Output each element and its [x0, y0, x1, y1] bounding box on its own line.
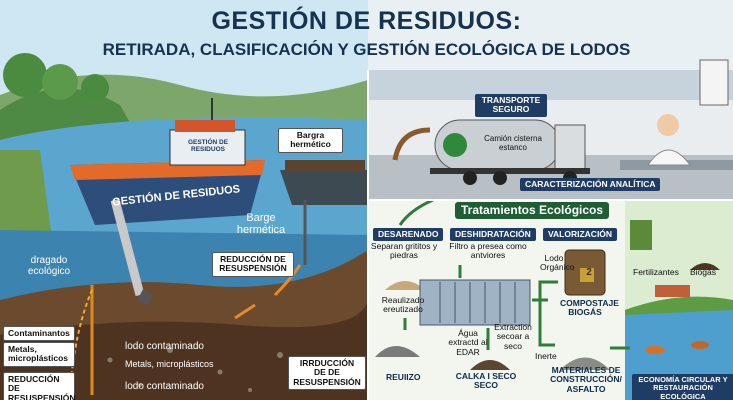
cake-pile — [470, 360, 510, 370]
digit-label: 2 — [586, 267, 592, 278]
inert-label: Inerte — [535, 351, 557, 361]
compost-label: COMPOSTAJE BIOGÁS — [560, 298, 619, 318]
extraction-label: Extraction secoar a seco — [494, 322, 532, 351]
dewatering-desc: Filtro a presea como antviores — [449, 241, 527, 261]
materials-label: MATERIALES DE CONSTRUCCIÓN/ ASFALTO — [550, 365, 622, 394]
fish — [691, 341, 709, 349]
dredge-head — [137, 289, 153, 306]
page-title: GESTIÓN DE RESIDUOS: — [211, 7, 522, 35]
boat-cabin-label: GESTIÓN DE RESIDUOS — [187, 139, 229, 154]
barge-load — [285, 160, 365, 172]
flow-arrow — [273, 264, 302, 297]
sanding-result: Reaulizado ereutizado — [381, 295, 425, 315]
transport-label: TRANSPORTE SEGURO — [475, 94, 547, 117]
dredging-label: dragado ecológico — [27, 255, 71, 277]
facility-windows — [368, 70, 733, 100]
restored-bank — [625, 296, 733, 315]
biogas-label: Biogás — [690, 267, 716, 277]
tree — [42, 64, 78, 100]
valorization-label: VALORIZACIÓN — [543, 228, 618, 242]
biogas-pile — [690, 263, 720, 270]
dredge-arm — [110, 198, 145, 297]
page-subtitle: RETIRADA, CLASIFICACIÓN Y GESTIÓN ECOLÓG… — [102, 40, 631, 59]
recycle-icon — [443, 133, 467, 157]
barge-label-mid: Barge hermética — [236, 212, 286, 237]
process-arrows — [398, 198, 630, 350]
organic-label: Lodo Orgánico — [540, 253, 575, 273]
reduction-label-left: REDUCCIÓN DE RESUSPENSIÓN — [3, 372, 76, 400]
water-label: Água extractd al EDAR — [448, 328, 488, 357]
fertilizers-label: Fertilizantes — [633, 267, 679, 277]
tree — [81, 74, 109, 102]
scientist-head — [657, 114, 679, 136]
silt-curtain — [69, 289, 93, 391]
treatments-header: Tratamientos Ecológicos — [455, 202, 610, 220]
boat-cabin-box — [169, 129, 246, 166]
boat-roof — [175, 120, 235, 132]
fertilizer-bag — [630, 220, 652, 250]
characterization-label: CARACTERIZACIÓN ANALÍTICA — [520, 178, 661, 192]
dry-cake-label: CALKA I SECO SECO — [455, 371, 517, 391]
tanker-chassis — [430, 168, 590, 174]
aggregate-pile — [560, 357, 610, 370]
sludge-label-top: lodo contaminado — [125, 341, 204, 352]
metals-label-mid: Metals, microplásticos — [125, 359, 214, 369]
safety-sign — [699, 59, 729, 106]
contaminants-label: Contaminantos — [3, 326, 75, 342]
flow-arrow — [234, 303, 256, 320]
gravel-pile — [375, 346, 420, 357]
tree — [3, 53, 47, 97]
hose — [392, 127, 431, 161]
tanker-label: Camión cisterna estanco — [484, 134, 542, 152]
reduction-label-bottom: IRRDUCCIÓN DE DE RESUSPENSIÓN — [288, 356, 366, 391]
reduction-label-right: REDUCCIÓN DE RESUSPENSIÓN — [212, 252, 294, 277]
barge-label-top: Bargra hermético — [278, 128, 343, 153]
rear-barge — [280, 170, 368, 205]
sand-pile — [385, 281, 425, 290]
fish — [645, 346, 665, 354]
circular-economy-label: ECONOMÍA CIRCULAR Y RESTAURACIÓN ECOLÓGI… — [632, 374, 733, 400]
lab-coat — [647, 149, 691, 166]
filter-plates — [439, 282, 516, 323]
sludge-label-bottom: lodo contaminado — [125, 381, 204, 392]
wheel — [493, 171, 507, 185]
sanding-label: DESARENADO — [373, 228, 444, 242]
wheel — [463, 171, 477, 185]
sanding-desc: Separan grititos y piedras — [370, 241, 438, 261]
tanker-cab — [554, 124, 586, 171]
bricks — [655, 285, 690, 297]
metals-label-left: Metals, microplásticos — [3, 342, 75, 367]
dewatering-label: DESHIDRATACIÓN — [450, 228, 536, 242]
filter-press — [419, 279, 531, 326]
digit-badge — [580, 268, 594, 282]
reuse-label: REUIIZO — [386, 372, 421, 382]
